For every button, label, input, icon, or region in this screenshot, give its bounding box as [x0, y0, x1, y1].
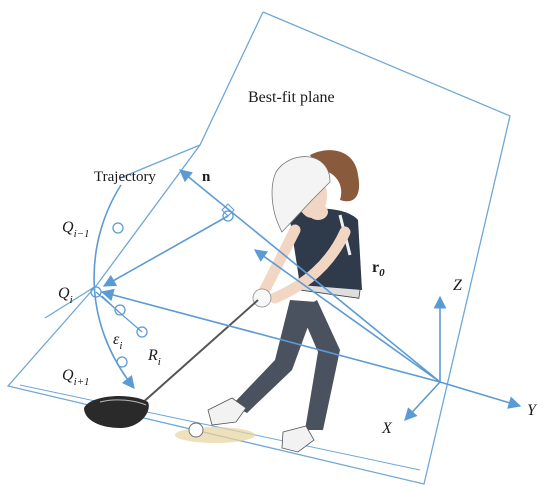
axis-x-label: X — [381, 420, 393, 437]
normal-vector-n — [179, 169, 441, 383]
point-foot — [222, 210, 234, 222]
golfer-illustration — [84, 150, 362, 453]
foot-to-qi — [102, 215, 229, 287]
plane-edge-left — [119, 144, 201, 179]
point-r-i — [136, 326, 148, 338]
point-q-i — [90, 286, 102, 298]
point-q-i-minus-1 — [112, 222, 124, 234]
axis-y-label: Y — [527, 402, 538, 419]
r0-vector — [253, 249, 441, 383]
point-epsilon — [114, 304, 126, 316]
axis-x — [404, 381, 441, 421]
label-epsilon: εi — [113, 331, 122, 352]
vector-to-qi — [100, 288, 441, 383]
plane-label: Best-fit plane — [248, 89, 335, 106]
right-angle-marker — [221, 203, 235, 217]
axis-z-label: Z — [453, 277, 463, 294]
label-q-i: Qi — [58, 285, 73, 306]
label-q-i-plus-1: Qi+1 — [62, 367, 90, 388]
point-q-i-plus-1 — [116, 356, 128, 368]
r0-label: r0 — [372, 259, 385, 279]
best-fit-plane — [6, 11, 511, 485]
trajectory-label: Trajectory — [94, 169, 156, 185]
trajectory-curve — [93, 184, 135, 390]
label-q-i-minus-1: Qi−1 — [62, 219, 90, 240]
normal-label: n — [202, 169, 211, 185]
label-r-i: Ri — [147, 347, 161, 368]
axis-y — [439, 381, 522, 409]
